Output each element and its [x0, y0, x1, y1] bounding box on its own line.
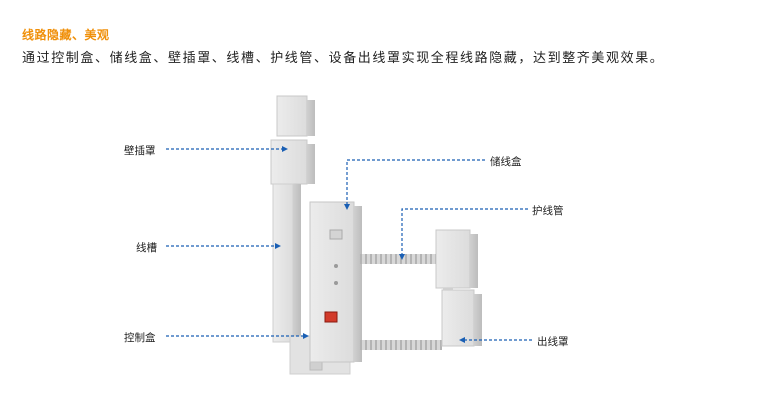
arrow-wall-socket-cover — [282, 146, 288, 152]
leader-line-protective-tube — [401, 208, 528, 255]
wall-socket-cover-upper — [276, 95, 315, 137]
arrow-storage-box — [344, 204, 350, 210]
label-wall-socket-cover: 壁插罩 — [124, 145, 156, 157]
label-control-box: 控制盒 — [124, 332, 156, 344]
arrow-protective-tube — [399, 254, 405, 260]
label-trunking: 线槽 — [136, 242, 157, 254]
wall-socket-cover-lower — [270, 139, 315, 185]
label-outlet-cover: 出线罩 — [537, 336, 569, 348]
label-protective-tube: 护线管 — [532, 205, 564, 217]
label-storage-box: 储线盒 — [490, 156, 522, 168]
section-description: 通过控制盒、储线盒、壁插罩、线槽、护线管、设备出线罩实现全程线路隐藏，达到整齐美… — [22, 51, 665, 66]
control-box-body — [309, 201, 362, 363]
lower-protective-tube — [360, 340, 442, 350]
vertical-trunking — [272, 183, 301, 343]
leader-line-storage-box — [346, 159, 485, 205]
arrow-outlet-cover — [459, 337, 465, 343]
arrow-trunking — [275, 243, 281, 249]
equipment-outlet-cover-lower — [441, 289, 482, 347]
arrow-control-box — [303, 333, 309, 339]
upper-protective-tube — [360, 254, 442, 264]
section-title: 线路隐藏、美观 — [22, 28, 110, 42]
equipment-outlet-cover-upper — [435, 229, 478, 289]
